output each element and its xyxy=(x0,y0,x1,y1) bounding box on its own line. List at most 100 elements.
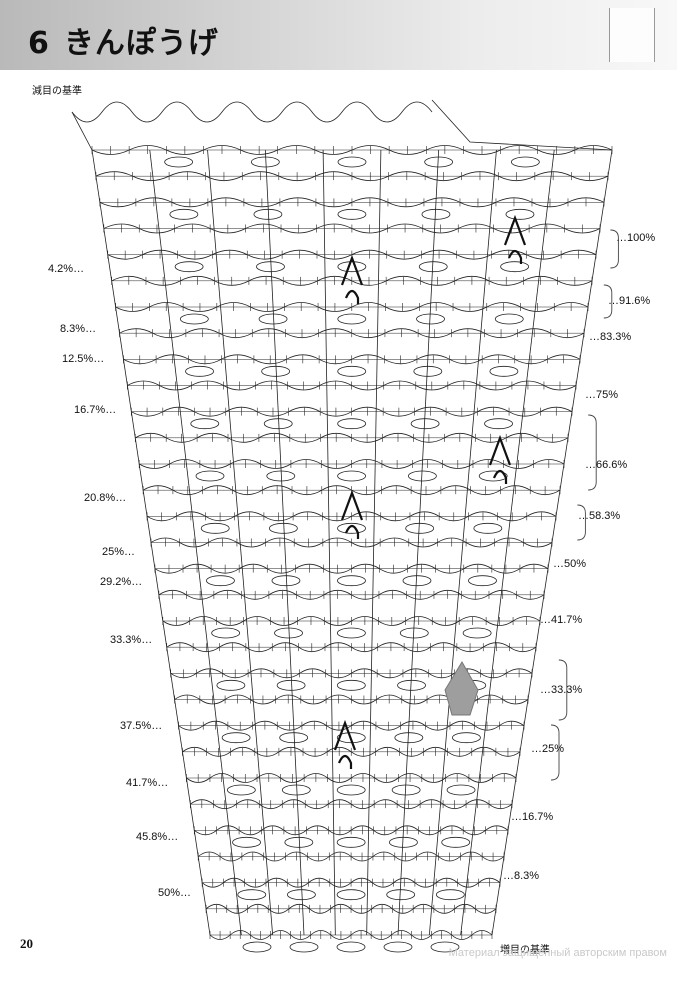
page-title: 6 きんぽうげ xyxy=(28,18,219,62)
petal-stitch xyxy=(221,732,251,744)
decrease-markers xyxy=(333,214,527,769)
petal-stitch xyxy=(386,889,416,901)
petal-stitch xyxy=(391,784,421,796)
petal-stitch xyxy=(430,941,460,953)
left-percentage-label: 8.3%… xyxy=(60,323,97,335)
page-number: 20 xyxy=(20,936,33,951)
petal-stitch xyxy=(258,313,288,325)
watermark: Материал защищённый авторским правом xyxy=(448,947,667,959)
right-percentage-label: …33.3% xyxy=(540,684,583,696)
petal-stitch xyxy=(216,679,246,691)
petal-stitch xyxy=(337,522,366,534)
petal-stitch xyxy=(237,889,267,901)
petal-stitch xyxy=(284,836,314,848)
petal-stitch xyxy=(190,418,220,430)
petal-stitch xyxy=(279,732,309,744)
petal-stitch xyxy=(500,261,530,273)
left-percentage-label: 50%… xyxy=(158,887,192,899)
left-percentage-label: 4.2%… xyxy=(48,263,85,275)
petal-stitch xyxy=(336,627,366,639)
petal-stitch xyxy=(402,575,432,587)
petal-stitch xyxy=(185,365,214,377)
petal-stitch xyxy=(441,836,471,848)
top-edge-right xyxy=(431,99,613,151)
petal-stitch xyxy=(505,208,535,220)
petal-stitch xyxy=(232,836,261,848)
petal-stitch xyxy=(289,941,319,953)
petal-stitch xyxy=(337,575,366,587)
petal-stitch xyxy=(250,156,280,168)
petal-stitch xyxy=(211,627,241,639)
petal-stitch xyxy=(261,365,291,377)
right-percentage-label: …66.6% xyxy=(585,459,628,471)
right-percentage-label: …8.3% xyxy=(503,870,540,882)
right-percentage-label: …58.3% xyxy=(578,510,621,522)
header-band xyxy=(0,0,677,70)
left-percentage-label: 29.2%… xyxy=(100,576,143,588)
petal-stitch xyxy=(424,156,454,168)
petal-stitch xyxy=(253,208,283,220)
petal-stitch xyxy=(281,784,311,796)
petal-stitch xyxy=(337,418,367,430)
petal-stitch xyxy=(397,679,426,691)
row-bracket xyxy=(588,414,597,491)
petal-stitch xyxy=(494,313,524,325)
left-percentage-label: 16.7%… xyxy=(74,404,117,416)
right-percentage-label: …50% xyxy=(553,558,587,570)
petal-stitch xyxy=(274,627,303,639)
petal-stitch xyxy=(399,627,429,639)
petal-stitch xyxy=(226,784,256,796)
petal-stitch xyxy=(484,418,513,430)
decrease-marker xyxy=(503,214,527,264)
right-percentage-label: …41.7% xyxy=(540,614,583,626)
top-edge-scallops xyxy=(71,101,433,123)
header-decoration-box xyxy=(609,8,655,62)
row-bracket xyxy=(603,284,613,319)
petal-stitch xyxy=(462,627,492,639)
row-bracket xyxy=(610,229,619,269)
petal-stitch xyxy=(256,261,285,273)
petal-stitch xyxy=(336,941,366,953)
petal-stitch xyxy=(336,836,366,848)
left-percentage-label: 12.5%… xyxy=(62,353,105,365)
decrease-marker xyxy=(340,254,364,304)
right-percentage-label: …25% xyxy=(531,743,565,755)
petal-stitch xyxy=(394,732,424,744)
right-percentage-label: …100% xyxy=(616,232,656,244)
row-bracket xyxy=(550,724,560,781)
petal-stitch xyxy=(418,261,448,273)
right-percentage-label: …16.7% xyxy=(511,811,554,823)
petal-stitch xyxy=(337,261,367,273)
right-percentage-label: …83.3% xyxy=(589,331,632,343)
shaded-stitch-group xyxy=(444,661,479,716)
petal-stitch xyxy=(263,418,293,430)
petal-stitch xyxy=(169,208,199,220)
petal-stitch xyxy=(410,418,440,430)
petal-stitch xyxy=(276,679,306,691)
row-brackets xyxy=(550,229,619,781)
decrease-marker xyxy=(333,719,357,769)
petal-stitch xyxy=(287,889,316,901)
left-percentage-label: 33.3%… xyxy=(110,634,153,646)
petal-stitch xyxy=(242,941,272,953)
petal-stitch xyxy=(336,889,366,901)
petal-stitch xyxy=(266,470,296,482)
petal-stitch xyxy=(405,522,435,534)
left-percentage-label: 41.7%… xyxy=(126,777,169,789)
pattern-name: きんぽうげ xyxy=(63,26,219,61)
left-percentage-label: 45.8%… xyxy=(136,831,179,843)
crochet-chart xyxy=(71,99,619,953)
petal-stitch xyxy=(200,522,230,534)
petal-stitch xyxy=(468,575,497,587)
petal-stitch xyxy=(510,156,540,168)
pattern-number: 6 xyxy=(28,26,50,61)
petal-stitch xyxy=(174,261,204,273)
petal-stitch xyxy=(337,208,367,220)
petal-stitch xyxy=(336,679,366,691)
petal-stitch xyxy=(416,313,445,325)
petal-stitch xyxy=(435,889,465,901)
petal-stitch xyxy=(268,522,298,534)
petal-stitch xyxy=(407,470,437,482)
decrease-marker xyxy=(488,434,512,484)
row-bracket xyxy=(558,659,568,721)
